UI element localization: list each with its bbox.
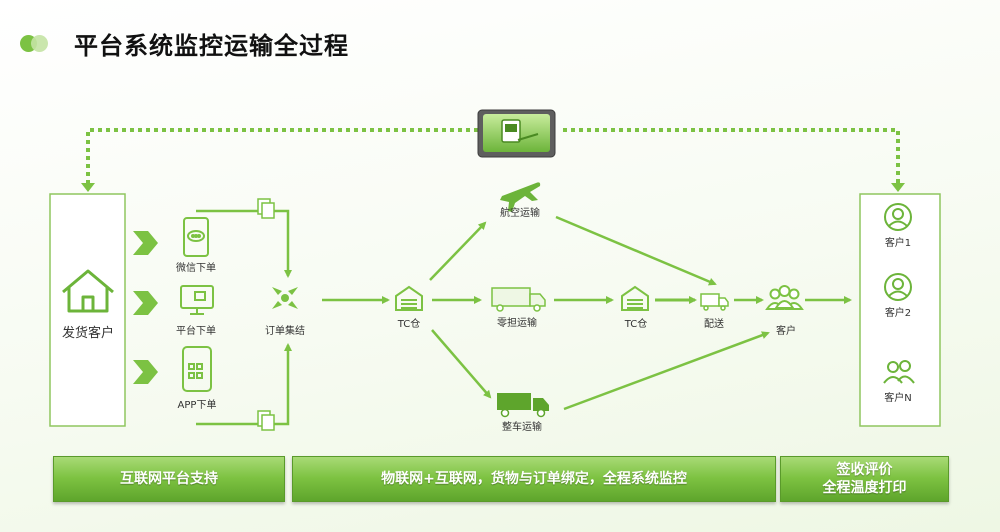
page-title: 平台系统监控运输全过程 [74,31,349,60]
order-connectors [196,209,292,426]
banner-iot-monitoring: 物联网+互联网，货物与订单绑定，全程系统监控 [292,456,776,502]
wechat-order-label: 微信下单 [176,261,216,274]
banner-right-line2: 全程温度打印 [822,480,907,496]
branch-arrows [429,221,492,399]
collect-arrows-icon [272,287,298,309]
banner-left-text: 互联网平台支持 [120,471,218,487]
chevron-right-icon [133,291,158,315]
title-dots-icon [20,33,54,53]
customerN-icon [883,360,915,384]
chevron-right-icon [133,231,158,255]
customer1-icon [884,203,912,231]
wechat-phone-icon [183,217,209,257]
document-icon [257,410,275,431]
tc1-label: TC仓 [397,317,421,330]
chevron-right-icon [133,360,158,384]
banner-internet-platform: 互联网平台支持 [53,456,285,502]
customerN-label: 客户N [884,391,911,404]
monitor-lines [86,128,900,183]
to-customer-arrows [555,215,770,411]
app-phone-icon [182,346,212,392]
house-icon [62,269,114,313]
document-icon [257,198,275,219]
customer-label: 客户 [776,324,796,337]
delivery-label: 配送 [704,317,724,330]
title-bar: 平台系统监控运输全过程 [20,28,349,60]
delivery-van-icon [700,293,729,311]
banner-sign-evaluate: 签收评价 全程温度打印 [780,456,949,502]
customer2-label: 客户2 [885,306,911,319]
customer2-icon [884,273,912,301]
warehouse-icon [395,285,423,311]
warehouse-icon [621,285,649,311]
app-order-label: APP下单 [178,399,217,411]
chevrons [133,231,158,384]
airplane-icon [500,182,541,212]
monitor-device-icon [477,109,556,158]
ltl-truck-icon [491,287,546,312]
customer-group-icon [765,285,804,310]
ftl-truck-icon [497,393,549,418]
air-transport-label: 航空运输 [500,206,540,219]
customer1-label: 客户1 [885,236,911,249]
banner-right-line1: 签收评价 [836,462,893,478]
order-collect-label: 订单集结 [265,324,305,337]
ftl-transport-label: 整车运输 [502,420,542,433]
shipper-label: 发货客户 [62,325,114,341]
platform-order-label: 平台下单 [176,324,216,337]
ltl-transport-label: 零担运输 [497,316,537,329]
tc2-label: TC仓 [624,317,648,330]
computer-icon [180,285,214,315]
banner-middle-text: 物联网+互联网，货物与订单绑定，全程系统监控 [381,471,687,487]
customer-box [859,193,941,427]
